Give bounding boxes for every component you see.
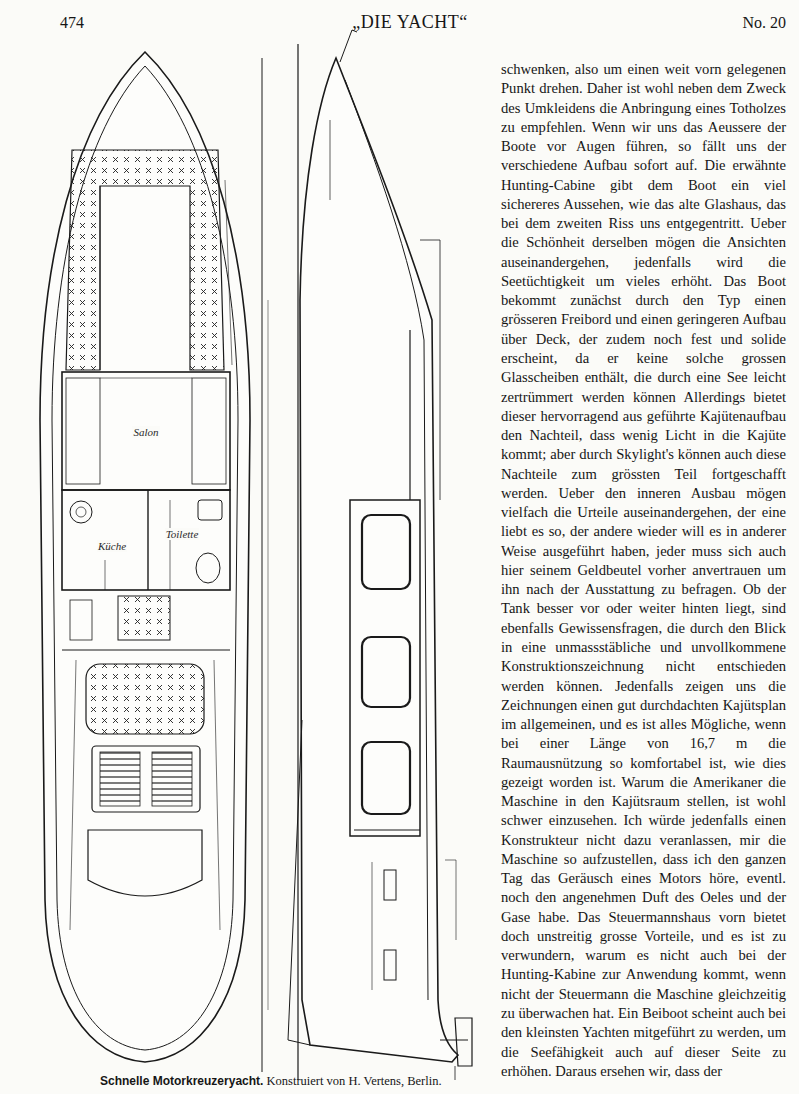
stem-line xyxy=(330,120,331,200)
plan-view xyxy=(40,52,250,1062)
frame-line xyxy=(372,862,373,990)
bow-staff xyxy=(340,30,357,62)
coaming-line xyxy=(70,660,76,930)
sofa-left xyxy=(66,378,100,484)
hull-outline xyxy=(40,52,250,1062)
cabin-sill xyxy=(354,830,420,831)
cockpit-bulkhead xyxy=(62,650,230,651)
door-line xyxy=(170,500,171,590)
deck-line xyxy=(52,66,238,1050)
porthole xyxy=(384,950,396,980)
figure-caption: Schnelle Motorkreuzeryacht. Konstruiert … xyxy=(100,1074,442,1089)
cabin-trunk xyxy=(350,500,420,836)
salon-room xyxy=(62,372,230,490)
rail-stanchion xyxy=(420,240,440,241)
room-label: Küche xyxy=(97,540,127,552)
keel-line xyxy=(268,300,269,1010)
room-label: Toilette xyxy=(165,528,200,540)
rail-line xyxy=(225,180,232,365)
waterline xyxy=(262,58,263,1072)
grating-right xyxy=(152,752,192,806)
cabin-window xyxy=(362,515,410,589)
room-divider xyxy=(147,490,148,590)
rudder-post xyxy=(455,1066,456,1080)
baseline xyxy=(297,44,298,1080)
sofa-right xyxy=(192,378,226,484)
cabin-window xyxy=(362,742,410,814)
engine-grid xyxy=(118,596,170,640)
rudder xyxy=(455,1018,472,1066)
exhaust-line xyxy=(445,860,456,940)
caption-title: Schnelle Motorkreuzeryacht. xyxy=(100,1074,263,1088)
rail-line xyxy=(440,240,441,500)
hull-profile xyxy=(300,58,458,1062)
forward-cushions xyxy=(66,150,224,370)
sheer-line xyxy=(345,80,428,1000)
hood-line xyxy=(409,330,410,500)
bulkhead-line xyxy=(100,378,192,379)
prop-shaft xyxy=(440,1040,468,1041)
door-line xyxy=(105,560,106,590)
porthole xyxy=(384,870,396,900)
caption-credit: Konstruiert von H. Vertens, Berlin. xyxy=(263,1074,441,1088)
profile-view xyxy=(262,30,472,1080)
wash-basin xyxy=(198,500,222,520)
stern-bench xyxy=(88,830,202,896)
galley-stove xyxy=(70,501,92,523)
issue-number: No. 20 xyxy=(742,14,786,32)
toilet-bowl xyxy=(196,553,220,583)
room-label: Salon xyxy=(132,426,159,438)
cabin-window xyxy=(362,637,410,707)
running-head: „DIE YACHT“ xyxy=(352,12,467,32)
body-text: schwenken, also um einen weit vorn geleg… xyxy=(501,60,786,1081)
cockpit-edge xyxy=(100,186,101,370)
aft-seat xyxy=(86,664,204,734)
coaming-line xyxy=(214,660,220,930)
page-number: 474 xyxy=(60,14,84,32)
grating-left xyxy=(100,752,140,806)
tank-box xyxy=(70,600,92,640)
hatch-box xyxy=(92,746,200,812)
deadwood xyxy=(288,720,310,1045)
galley-burner xyxy=(76,507,86,517)
aft-rooms xyxy=(62,490,230,590)
